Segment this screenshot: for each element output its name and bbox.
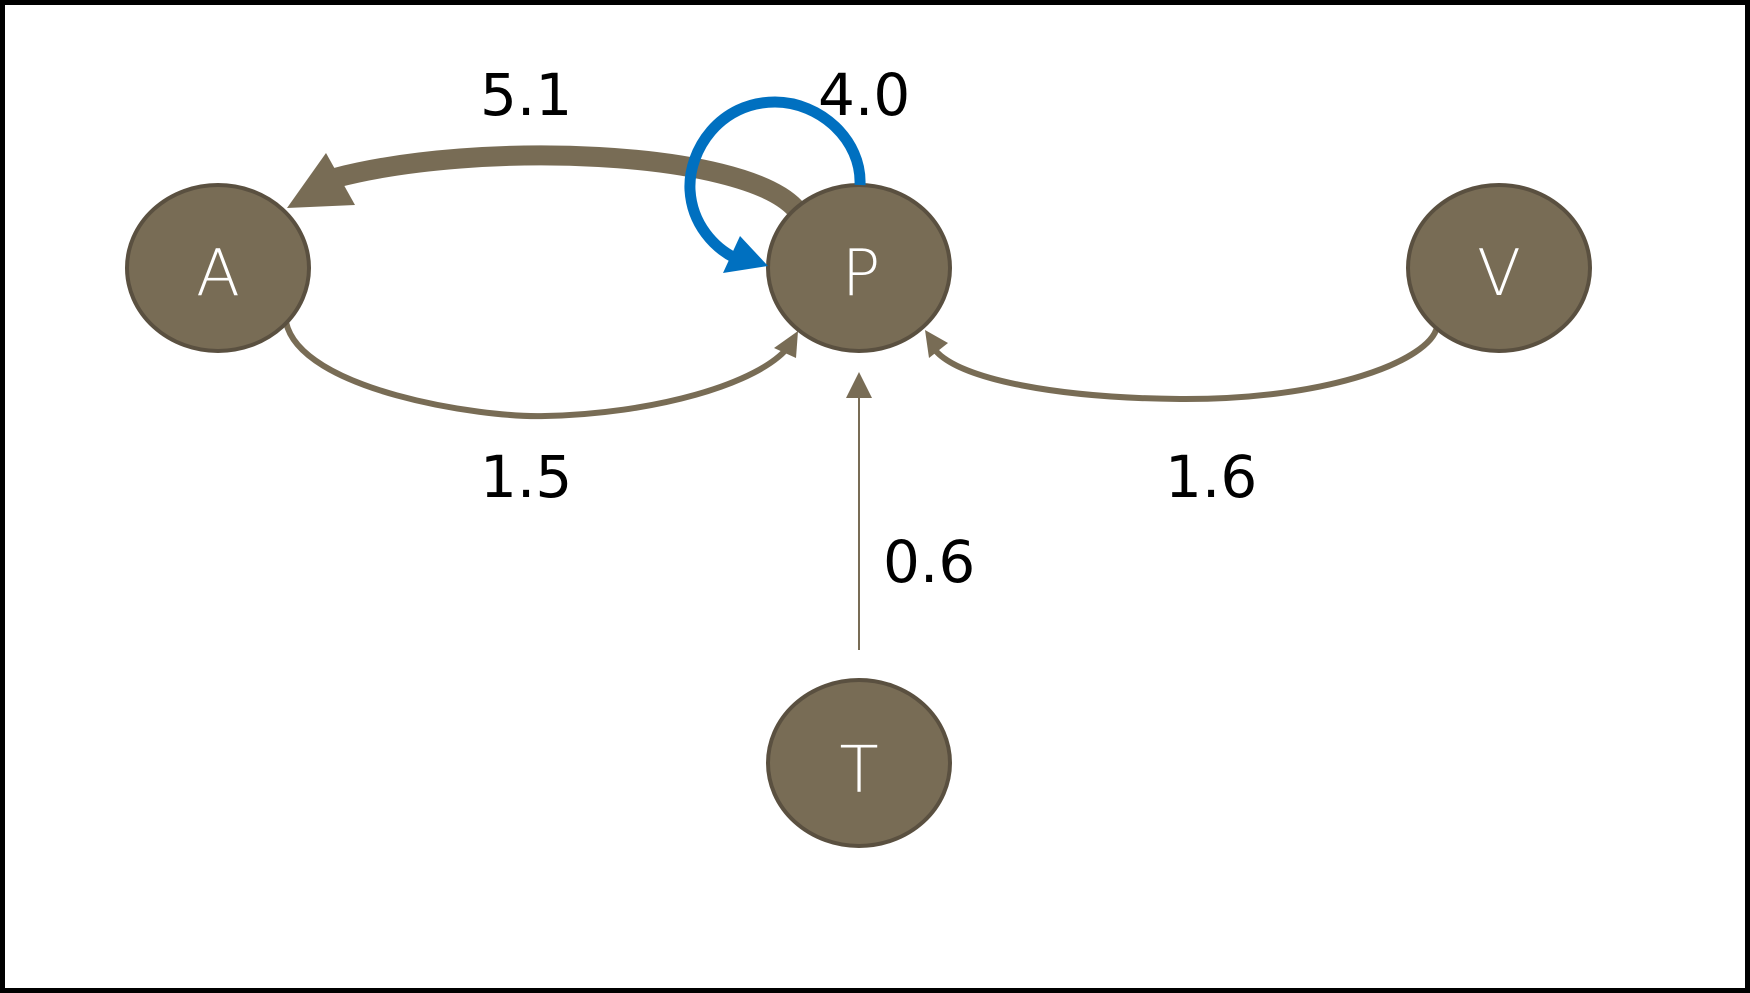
node-a[interactable]: A (125, 183, 311, 353)
edge-p-self-loop (684, 96, 866, 273)
node-v[interactable]: V (1406, 183, 1592, 353)
arrowhead-icon (287, 153, 355, 208)
arrowhead-icon (846, 372, 872, 398)
edge-v-to-p (925, 326, 1440, 403)
edge-label-v-to-p: 1.6 (1165, 443, 1257, 511)
node-p-label: P (842, 237, 881, 311)
edge-label-p-to-a: 5.1 (480, 61, 572, 129)
arrowhead-icon (925, 330, 948, 358)
node-a-label: A (196, 237, 240, 311)
node-p[interactable]: P (766, 183, 952, 353)
edge-a-to-p (283, 321, 798, 420)
edge-t-to-p (846, 372, 872, 650)
node-t[interactable]: T (766, 678, 952, 848)
edge-label-a-to-p: 1.5 (480, 443, 572, 511)
node-v-label: V (1477, 237, 1521, 311)
edge-label-p-self: 4.0 (818, 61, 910, 129)
node-t-label: T (839, 734, 878, 808)
edge-p-to-a (287, 145, 803, 216)
arrowhead-icon (774, 331, 798, 358)
arrowhead-icon (723, 236, 768, 273)
edge-label-t-to-p: 0.6 (883, 528, 975, 596)
